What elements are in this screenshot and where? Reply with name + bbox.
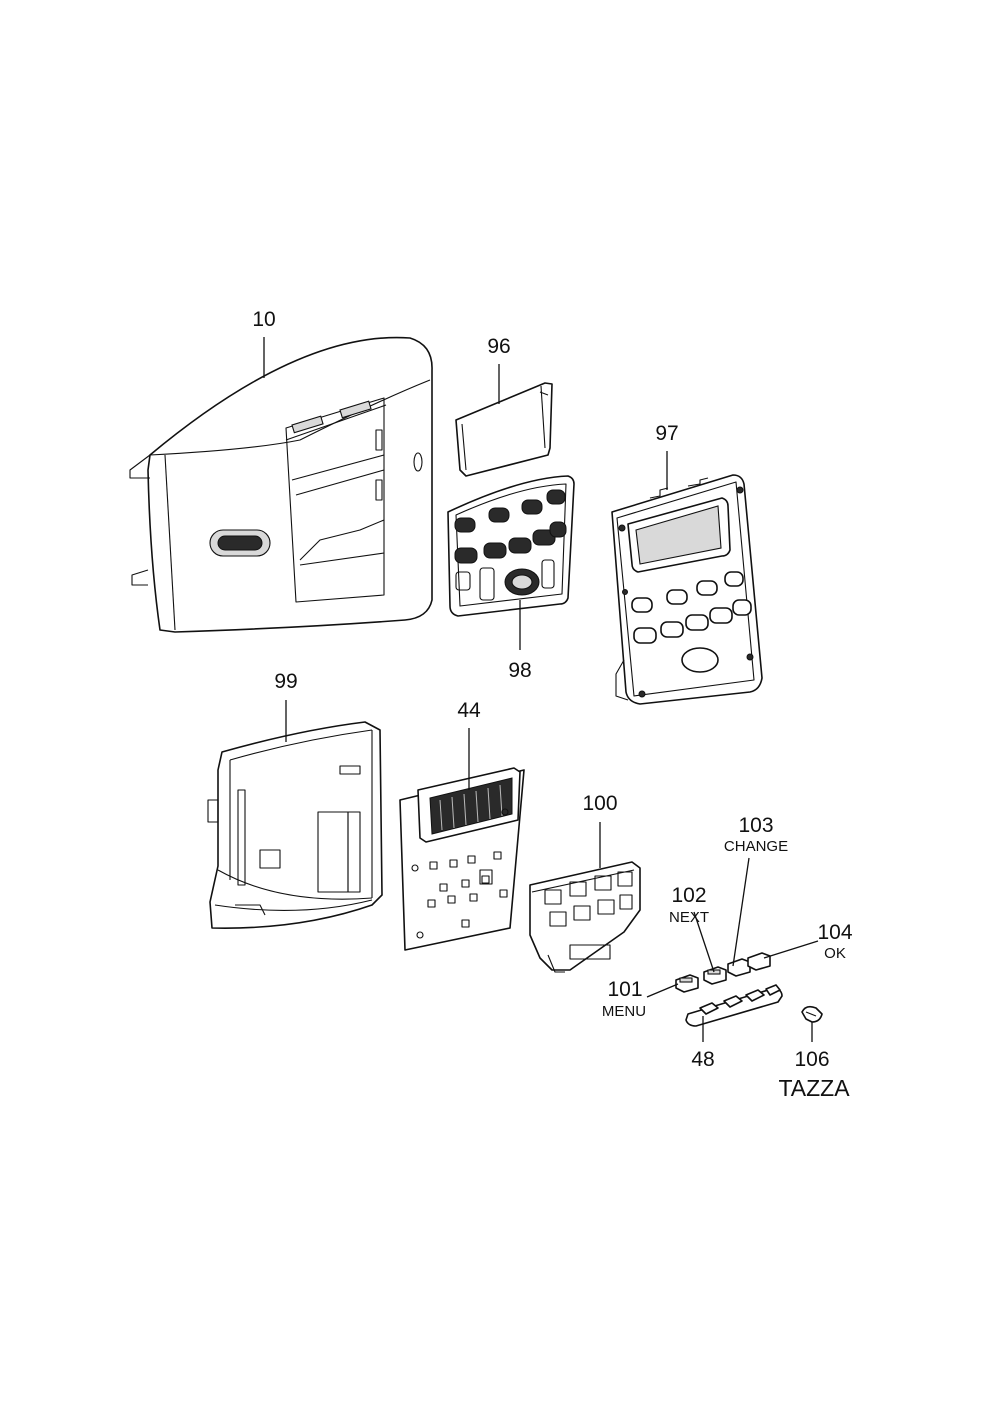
caption-next: NEXT bbox=[669, 909, 709, 926]
callout-labels: 10 96 97 98 99 44 100 103 CHANGE 102 NEX… bbox=[252, 308, 853, 1101]
label-101: 101 bbox=[607, 978, 642, 1001]
label-96: 96 bbox=[487, 335, 510, 358]
part-97-front-panel bbox=[611, 474, 763, 705]
label-106: 106 bbox=[794, 1048, 829, 1071]
part-10-front-housing bbox=[129, 336, 433, 633]
caption-menu: MENU bbox=[602, 1003, 646, 1020]
part-44-electronic-board bbox=[399, 767, 525, 951]
part-99-rear-housing bbox=[207, 721, 383, 929]
label-103: 103 bbox=[738, 814, 773, 837]
part-106-tazza-button bbox=[801, 1005, 823, 1023]
part-100-button-carrier bbox=[529, 861, 641, 973]
part-98-rubber-keypad bbox=[447, 475, 575, 617]
label-99: 99 bbox=[274, 670, 297, 693]
caption-change: CHANGE bbox=[724, 838, 788, 855]
part-96-display-window bbox=[455, 382, 553, 477]
label-97: 97 bbox=[655, 422, 678, 445]
part-48-button-strip bbox=[685, 984, 783, 1027]
label-44: 44 bbox=[457, 699, 481, 722]
label-48: 48 bbox=[691, 1048, 714, 1071]
label-98: 98 bbox=[508, 659, 531, 682]
caption-ok: OK bbox=[824, 945, 846, 962]
label-102: 102 bbox=[671, 884, 706, 907]
leader-lines bbox=[263, 337, 819, 1042]
label-104: 104 bbox=[817, 921, 852, 944]
label-10: 10 bbox=[252, 308, 275, 331]
part-101-104-buttons bbox=[675, 952, 771, 993]
label-100: 100 bbox=[582, 792, 617, 815]
caption-tazza: TAZZA bbox=[778, 1075, 850, 1101]
